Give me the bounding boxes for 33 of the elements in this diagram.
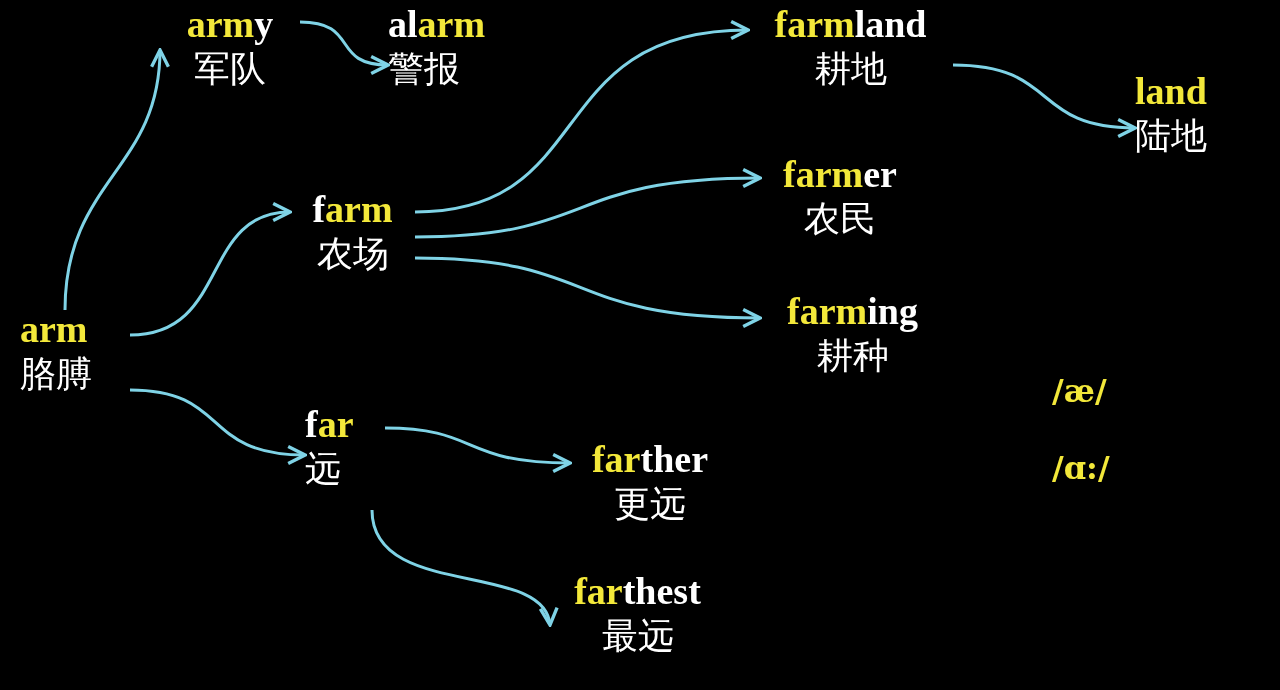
curved-arrow xyxy=(129,204,292,337)
curved-arrow xyxy=(952,63,1137,138)
word: far xyxy=(305,405,354,443)
chinese-translation: 耕地 xyxy=(814,51,887,87)
word: arm xyxy=(20,310,88,348)
curved-arrow xyxy=(299,20,390,74)
chinese-translation: 农场 xyxy=(316,236,389,272)
chinese-translation: 农民 xyxy=(804,201,876,237)
word: land xyxy=(1135,72,1207,110)
chinese-translation: 军队 xyxy=(194,51,266,87)
curved-arrow xyxy=(414,256,762,328)
word: farther xyxy=(591,440,709,478)
curved-arrow xyxy=(63,48,169,311)
chinese-translation: 陆地 xyxy=(1135,118,1207,154)
phonetic-symbol: /æ/ xyxy=(1052,375,1107,407)
curved-arrow xyxy=(414,21,750,214)
word: farmland xyxy=(774,5,927,43)
chinese-translation: 远 xyxy=(305,451,341,487)
curved-arrow xyxy=(129,388,307,465)
word: farmer xyxy=(783,155,897,193)
word: army xyxy=(186,5,274,43)
chinese-translation: 耕种 xyxy=(816,338,889,374)
curved-arrow xyxy=(384,426,572,473)
chinese-translation: 胳膊 xyxy=(20,356,92,392)
word: farthest xyxy=(574,572,701,610)
curved-arrow xyxy=(414,168,762,239)
word: alarm xyxy=(388,5,486,43)
chinese-translation: 最远 xyxy=(601,618,674,654)
chinese-translation: 警报 xyxy=(388,51,460,87)
phonetic-symbol: /ɑ:/ xyxy=(1052,452,1110,484)
word: farming xyxy=(787,292,918,330)
chinese-translation: 更远 xyxy=(614,486,686,522)
word: farm xyxy=(312,190,393,228)
